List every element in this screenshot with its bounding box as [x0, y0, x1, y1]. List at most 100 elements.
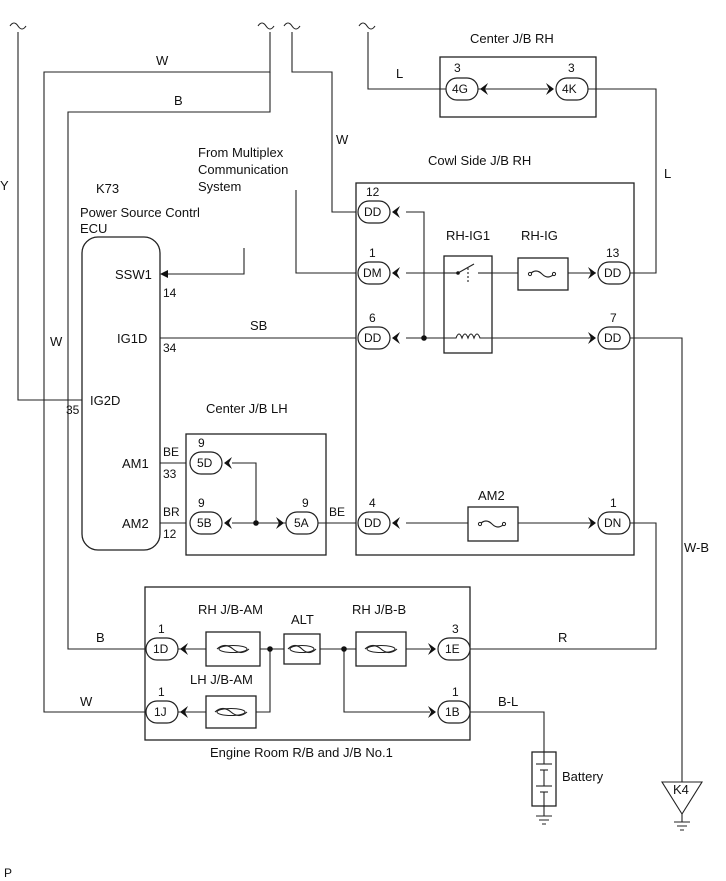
page-mark: P: [4, 866, 12, 880]
battery-symbol: [531, 751, 557, 807]
ground-symbol: [536, 815, 552, 825]
wire-label-r: R: [558, 630, 567, 645]
ecu-pin-am1-num: 33: [163, 467, 177, 481]
wire-wb: [630, 337, 683, 782]
center-jb-lh-title: Center J/B LH: [206, 401, 288, 416]
junction-dot: [421, 335, 427, 341]
connector-1b: [428, 700, 471, 724]
wire-label-be-mid: BE: [329, 505, 345, 519]
wire-label-y: Y: [0, 178, 9, 193]
connector-dd6: [357, 326, 400, 350]
junction-dot: [267, 646, 273, 652]
junction-dot: [341, 646, 347, 652]
connector-1e-code: 1E: [445, 642, 460, 656]
fusible-lh-jb-am-label: LH J/B-AM: [190, 672, 253, 687]
connector-1j-pin: 1: [158, 685, 165, 699]
ground-k4-label: K4: [673, 782, 689, 797]
connector-1d-code: 1D: [153, 642, 169, 656]
wire-multiplex-dm: [295, 190, 356, 274]
ecu-id: K73: [96, 181, 119, 196]
multiplex-line3: System: [198, 179, 241, 194]
connector-dd6-pin: 6: [369, 311, 376, 325]
wire-l-right: [588, 88, 657, 274]
wire-junction-1b: [343, 649, 430, 713]
connector-1b-code: 1B: [445, 705, 460, 719]
connector-5a-pin: 9: [302, 496, 309, 510]
wire-b: [67, 72, 271, 650]
ecu-pin-am2: AM2: [122, 516, 149, 531]
break-mark: [358, 22, 376, 30]
connector-1d-pin: 1: [158, 622, 165, 636]
connector-4k-code: 4K: [562, 82, 577, 96]
connector-4g-pin: 3: [454, 61, 461, 75]
multiplex-line2: Communication: [198, 162, 288, 177]
wire-label-be-am1: BE: [163, 445, 179, 459]
connector-1b-pin: 1: [452, 685, 459, 699]
wire-label-br-am2: BR: [163, 505, 180, 519]
connector-5d-code: 5D: [197, 456, 213, 470]
connector-dm1-code: DM: [363, 266, 382, 280]
connector-1e: [428, 637, 471, 661]
center-jb-rh-title: Center J/B RH: [470, 31, 554, 46]
connector-dd12: [357, 200, 400, 224]
fusible-link-rh-jb-am: [205, 631, 261, 667]
wire-label-w-top: W: [156, 53, 169, 68]
wire-dd12-coil: [406, 211, 425, 338]
fusible-rh-jb-am-label: RH J/B-AM: [198, 602, 263, 617]
connector-dd7-code: DD: [604, 331, 622, 345]
fuse-rh-ig-label: RH-IG: [521, 228, 558, 243]
ecu-pin-ssw1-num: 14: [163, 286, 177, 300]
fuse-rh-ig: [517, 257, 569, 291]
fusible-link-rh-jb-b: [355, 631, 407, 667]
junction-dot: [253, 520, 259, 526]
wire-5d-5b: [232, 462, 257, 523]
connector-4k-pin: 3: [568, 61, 575, 75]
multiplex-line1: From Multiplex: [198, 145, 284, 160]
cowl-jb-rh-title: Cowl Side J/B RH: [428, 153, 531, 168]
center-jb-rh-box: [439, 56, 597, 118]
ecu-pin-ig2d: IG2D: [90, 393, 120, 408]
ecu-box: [81, 236, 161, 551]
center-jb-lh-box: [185, 433, 327, 556]
connector-dd7: [588, 326, 631, 350]
ecu-name-line1: Power Source Contrl: [80, 205, 200, 220]
connector-1j: [145, 700, 188, 724]
wire-label-b-1d: B: [96, 630, 105, 645]
ecu-pin-ig2d-num: 35: [66, 403, 80, 417]
relay-rh-ig1: [443, 255, 493, 354]
fusible-link-lh-jb-am: [205, 695, 257, 729]
ecu-name-line2: ECU: [80, 221, 107, 236]
ecu-pin-ig1d-num: 34: [163, 341, 177, 355]
fuse-am2: [467, 506, 519, 542]
connector-dd13: [588, 261, 631, 285]
fusible-link-alt: [283, 633, 321, 665]
battery-label: Battery: [562, 769, 604, 784]
ground-k4: [661, 781, 703, 831]
connector-dd4-code: DD: [364, 516, 382, 530]
wire-label-l-top: L: [396, 66, 403, 81]
connector-dd4-pin: 4: [369, 496, 376, 510]
wire-l-top: [367, 32, 446, 90]
connector-dd13-pin: 13: [606, 246, 620, 260]
connector-dd7-pin: 7: [610, 311, 617, 325]
connector-5a: [276, 511, 319, 535]
connector-1e-pin: 3: [452, 622, 459, 636]
wire-label-w-left: W: [50, 334, 63, 349]
connector-dm1: [357, 261, 400, 285]
engine-room-box: [144, 586, 471, 741]
connector-5b-code: 5B: [197, 516, 212, 530]
wire-ssw1: [166, 248, 245, 275]
wire-y: [17, 32, 82, 401]
connector-5d-pin: 9: [198, 436, 205, 450]
connector-dm1-pin: 1: [369, 246, 376, 260]
break-mark: [9, 22, 27, 30]
fusible-alt-label: ALT: [291, 612, 314, 627]
wire-bl: [470, 711, 545, 752]
connector-dd12-pin: 12: [366, 185, 380, 199]
connector-5b: [189, 511, 232, 535]
wire-label-wb: W-B: [684, 540, 709, 555]
wire-lhfuse-junction: [256, 649, 271, 713]
connector-5a-code: 5A: [294, 516, 309, 530]
connector-1j-code: 1J: [154, 705, 167, 719]
connector-dd12-code: DD: [364, 205, 382, 219]
